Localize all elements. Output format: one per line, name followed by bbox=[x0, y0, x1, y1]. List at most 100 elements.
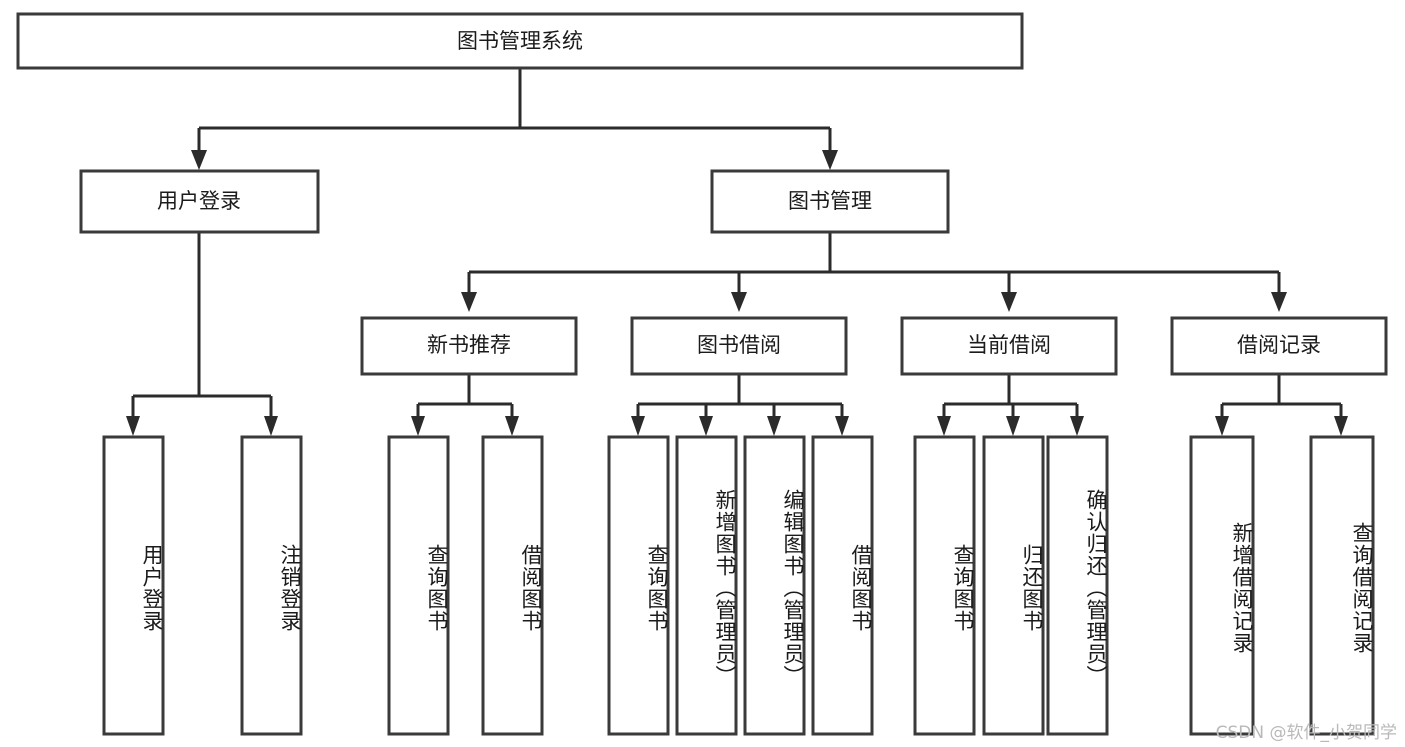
arrowhead-book-manage bbox=[822, 150, 838, 170]
leaf-br-query-record-box[interactable] bbox=[1309, 435, 1375, 736]
arrowhead-bb-leaf-4 bbox=[835, 416, 849, 436]
leaf-node-user-login[interactable]: 用户登录 bbox=[102, 435, 165, 736]
node-new-book-recommend-box[interactable] bbox=[360, 316, 578, 376]
arrowhead-bb-leaf-2 bbox=[699, 416, 713, 436]
leaf-nb-borrow-book-text-wrap: 借阅图书 bbox=[519, 543, 542, 632]
connector-group-borrow-record bbox=[1215, 374, 1348, 436]
node-current-borrow[interactable]: 当前借阅 bbox=[900, 316, 1118, 376]
connector-group-book-borrow bbox=[631, 374, 849, 436]
leaf-user-login-box[interactable] bbox=[102, 435, 165, 736]
connector-group-user-login bbox=[126, 232, 278, 436]
node-new-book-recommend[interactable]: 新书推荐 bbox=[360, 316, 578, 376]
node-book-borrow-box[interactable] bbox=[630, 316, 848, 376]
leaf-cb-confirm-return-text-wrap: 确认归还（管理员） bbox=[1084, 488, 1107, 687]
leaf-br-query-record-text-wrap: 查询借阅记录 bbox=[1350, 521, 1373, 654]
leaf-bb-edit-book-label: 编辑图书（管理员） bbox=[781, 488, 804, 687]
leaf-bb-borrow-book-label: 借阅图书 bbox=[849, 543, 872, 632]
leaf-node-br-add-record[interactable]: 新增借阅记录 bbox=[1189, 435, 1255, 736]
connector-group-current-borrow bbox=[937, 374, 1084, 436]
arrowhead-cb-leaf-3 bbox=[1070, 416, 1084, 436]
node-user-login[interactable]: 用户登录 bbox=[79, 169, 320, 234]
node-borrow-record[interactable]: 借阅记录 bbox=[1170, 316, 1388, 376]
arrowhead-leaf-user-login bbox=[126, 416, 140, 436]
leaf-cb-query-book-box[interactable] bbox=[913, 435, 976, 736]
leaf-nb-query-book-label: 查询图书 bbox=[425, 543, 448, 632]
node-book-manage-label: 图书管理 bbox=[788, 189, 872, 213]
leaf-cb-query-book-label: 查询图书 bbox=[951, 543, 974, 632]
node-current-borrow-label: 当前借阅 bbox=[967, 333, 1051, 357]
arrowhead-br-leaf-2 bbox=[1334, 416, 1348, 436]
arrowhead-nb-leaf-2 bbox=[505, 416, 519, 436]
leaf-logout-label: 注销登录 bbox=[278, 543, 301, 632]
leaf-node-bb-edit-book[interactable]: 编辑图书（管理员） bbox=[743, 435, 806, 736]
connector-group-book-manage bbox=[461, 232, 1287, 312]
leaf-br-query-record-label: 查询借阅记录 bbox=[1350, 521, 1373, 654]
node-user-login-box[interactable] bbox=[79, 169, 320, 234]
node-book-manage-box[interactable] bbox=[710, 169, 950, 234]
leaf-nb-query-book-box[interactable] bbox=[387, 435, 450, 736]
leaf-cb-return-book-text-wrap: 归还图书 bbox=[1020, 544, 1043, 632]
leaf-cb-query-book-text-wrap: 查询图书 bbox=[951, 543, 974, 632]
leaf-node-nb-borrow-book[interactable]: 借阅图书 bbox=[481, 435, 544, 736]
arrowhead-book-borrow bbox=[731, 292, 747, 312]
leaf-bb-borrow-book-box[interactable] bbox=[811, 435, 874, 736]
leaf-node-bb-query-book[interactable]: 查询图书 bbox=[607, 435, 670, 736]
leaf-br-add-record-label: 新增借阅记录 bbox=[1230, 521, 1253, 654]
arrowhead-bb-leaf-3 bbox=[767, 416, 781, 436]
leaf-node-nb-query-book[interactable]: 查询图书 bbox=[387, 435, 450, 736]
leaf-nb-borrow-book-label: 借阅图书 bbox=[519, 543, 542, 632]
leaf-cb-return-book-box[interactable] bbox=[982, 435, 1045, 736]
leaf-cb-confirm-return-box[interactable] bbox=[1046, 435, 1109, 736]
arrowhead-borrow-record bbox=[1271, 292, 1287, 312]
node-book-manage[interactable]: 图书管理 bbox=[710, 169, 950, 234]
node-current-borrow-box[interactable] bbox=[900, 316, 1118, 376]
node-root-label: 图书管理系统 bbox=[457, 29, 583, 53]
node-book-borrow-label: 图书借阅 bbox=[697, 333, 781, 357]
arrowhead-bb-leaf-1 bbox=[631, 416, 645, 436]
leaf-bb-add-book-text-wrap: 新增图书（管理员） bbox=[713, 488, 736, 687]
leaf-node-cb-confirm-return[interactable]: 确认归还（管理员） bbox=[1046, 435, 1109, 736]
leaf-br-add-record-text-wrap: 新增借阅记录 bbox=[1230, 521, 1253, 654]
arrowhead-leaf-logout bbox=[264, 416, 278, 436]
leaf-bb-add-book-box[interactable] bbox=[675, 435, 738, 736]
leaf-br-add-record-box[interactable] bbox=[1189, 435, 1255, 736]
leaf-nb-query-book-text-wrap: 查询图书 bbox=[425, 543, 448, 632]
leaf-bb-query-book-label: 查询图书 bbox=[645, 543, 668, 632]
arrowhead-current-borrow bbox=[1001, 292, 1017, 312]
leaf-bb-query-book-text-wrap: 查询图书 bbox=[645, 543, 668, 632]
node-book-borrow[interactable]: 图书借阅 bbox=[630, 316, 848, 376]
node-new-book-recommend-label: 新书推荐 bbox=[427, 333, 511, 357]
leaf-node-bb-add-book[interactable]: 新增图书（管理员） bbox=[675, 435, 738, 736]
leaf-bb-edit-book-box[interactable] bbox=[743, 435, 806, 736]
node-root[interactable]: 图书管理系统 bbox=[16, 12, 1024, 70]
leaf-bb-edit-book-text-wrap: 编辑图书（管理员） bbox=[781, 488, 804, 687]
leaf-node-bb-borrow-book[interactable]: 借阅图书 bbox=[811, 435, 874, 736]
leaf-node-cb-return-book[interactable]: 归还图书 bbox=[982, 435, 1045, 736]
leaf-user-login-label: 用户登录 bbox=[140, 543, 163, 632]
leaf-node-cb-query-book[interactable]: 查询图书 bbox=[913, 435, 976, 736]
node-user-login-label: 用户登录 bbox=[157, 189, 241, 213]
leaf-cb-confirm-return-label: 确认归还（管理员） bbox=[1084, 488, 1107, 687]
arrowhead-nb-leaf-1 bbox=[411, 416, 425, 436]
leaf-bb-borrow-book-text-wrap: 借阅图书 bbox=[849, 543, 872, 632]
arrowhead-cb-leaf-2 bbox=[1006, 416, 1020, 436]
connector-group-new-book-recommend bbox=[411, 374, 519, 436]
arrowhead-br-leaf-1 bbox=[1215, 416, 1229, 436]
arrowhead-new-book-recommend bbox=[461, 292, 477, 312]
node-borrow-record-box[interactable] bbox=[1170, 316, 1388, 376]
leaf-logout-text-wrap: 注销登录 bbox=[278, 543, 301, 632]
leaf-bb-add-book-label: 新增图书（管理员） bbox=[713, 488, 736, 687]
connector-group-root bbox=[191, 68, 838, 170]
node-root-box[interactable] bbox=[16, 12, 1024, 70]
arrowhead-user-login bbox=[191, 150, 207, 170]
leaf-node-logout[interactable]: 注销登录 bbox=[240, 435, 303, 736]
leaf-node-br-query-record[interactable]: 查询借阅记录 bbox=[1309, 435, 1375, 736]
arrowhead-cb-leaf-1 bbox=[937, 416, 951, 436]
node-borrow-record-label: 借阅记录 bbox=[1237, 333, 1321, 357]
leaf-bb-query-book-box[interactable] bbox=[607, 435, 670, 736]
leaf-logout-box[interactable] bbox=[240, 435, 303, 736]
leaf-nb-borrow-book-box[interactable] bbox=[481, 435, 544, 736]
leaf-user-login-text-wrap: 用户登录 bbox=[140, 543, 163, 632]
